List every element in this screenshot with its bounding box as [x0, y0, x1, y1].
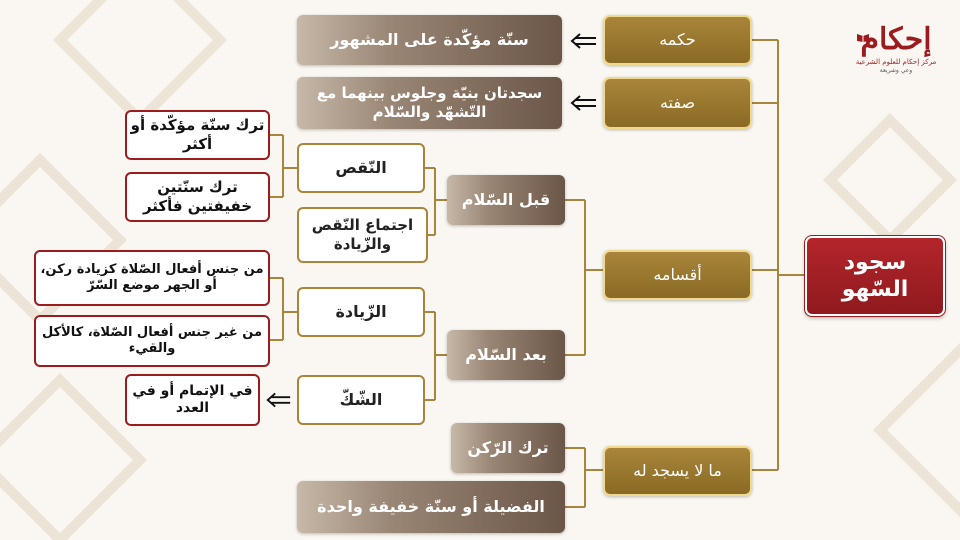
- addition-node: الزّيادة: [297, 287, 425, 337]
- description-label: صفته: [659, 93, 696, 112]
- ruling-label: حكمه: [659, 30, 696, 49]
- ruling-node: حكمه: [603, 15, 752, 65]
- deficiency-item: ترك سنّتين خفيفتين فأكثر: [125, 172, 270, 222]
- left-arrow-icon: [266, 392, 291, 408]
- left-arrow-icon: [570, 33, 596, 49]
- book-icon: [857, 34, 869, 42]
- addition-item: من جنس أفعال الصّلاة كزيادة ركن، أو الجه…: [34, 250, 270, 306]
- divisions-node: أقسامه: [603, 250, 752, 300]
- before-salam-node: قبل السّلام: [447, 175, 565, 225]
- combined-node: اجتماع النّقص والزّيادة: [297, 207, 428, 263]
- after-salam-node: بعد السّلام: [447, 330, 565, 380]
- description-value: سجدتان بنيّة وجلوس بينهما مع التّشهّد وا…: [297, 77, 562, 129]
- addition-item: من غير جنس أفعال الصّلاة، كالأكل والقيء: [34, 315, 270, 367]
- logo-word: إحكام: [860, 22, 932, 57]
- not-prostrated-item: الفضيلة أو سنّة خفيفة واحدة: [297, 481, 565, 533]
- not-prostrated-item: ترك الرّكن: [451, 423, 565, 473]
- deficiency-item: ترك سنّة مؤكّدة أو أكثر: [125, 110, 270, 160]
- ruling-value: سنّة مؤكّدة على المشهور: [297, 15, 562, 65]
- doubt-detail: في الإتمام أو في العدد: [125, 374, 260, 426]
- description-node: صفته: [603, 77, 752, 129]
- root-label: سجود السّهو: [841, 249, 909, 303]
- logo-subtitle: مركز إحكام للعلوم الشرعية: [855, 58, 937, 66]
- not-prostrated-label: ما لا يسجد له: [633, 461, 722, 480]
- not-prostrated-node: ما لا يسجد له: [603, 446, 752, 496]
- root-node: سجود السّهو: [804, 235, 946, 317]
- left-arrow-icon: [570, 95, 596, 111]
- deficiency-node: النّقص: [297, 143, 425, 193]
- logo: إحكام مركز إحكام للعلوم الشرعية وعي وشري…: [842, 22, 950, 102]
- doubt-node: الشّكّ: [297, 375, 425, 425]
- logo-tagline: وعي وشريعة: [879, 67, 913, 75]
- divisions-label: أقسامه: [653, 265, 702, 284]
